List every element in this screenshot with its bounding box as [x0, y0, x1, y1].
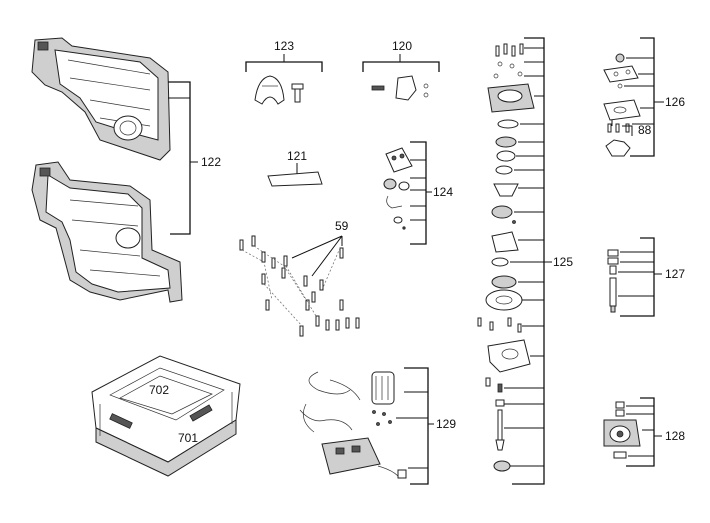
- part-120-switch: [371, 75, 429, 101]
- part-127-spindle: [607, 249, 619, 313]
- callout-126: 126: [665, 95, 685, 109]
- bracket-122: [168, 81, 198, 235]
- leader-88: [611, 120, 633, 136]
- housing-lower-half: [31, 161, 183, 303]
- part-124-electronics: [383, 147, 413, 230]
- callout-124: 124: [433, 185, 453, 199]
- callout-129: 129: [436, 417, 456, 431]
- bracket-123: [245, 54, 323, 72]
- callout-127: 127: [665, 267, 685, 281]
- bracket-127: [618, 237, 662, 317]
- callout-702: 702: [149, 383, 169, 397]
- callout-123: 123: [274, 39, 294, 53]
- part-129-motor-pcb: [299, 371, 407, 479]
- bracket-129: [396, 367, 434, 485]
- callout-701: 701: [178, 431, 198, 445]
- callout-125: 125: [553, 255, 573, 269]
- callout-59: 59: [335, 219, 349, 233]
- part-121-plate: [267, 171, 323, 187]
- callout-121: 121: [287, 149, 307, 163]
- callout-128: 128: [665, 429, 685, 443]
- part-126-clutch: [603, 53, 641, 157]
- part-59-screws: [239, 235, 360, 337]
- callout-122: 122: [201, 155, 221, 169]
- part-128-rotor: [603, 401, 641, 459]
- callout-88: 88: [638, 123, 652, 137]
- housing-upper-half: [31, 37, 171, 161]
- bracket-128: [626, 397, 662, 467]
- bracket-124: [410, 141, 432, 245]
- bracket-120: [362, 54, 440, 72]
- callout-120: 120: [392, 39, 412, 53]
- carry-case: [91, 355, 241, 477]
- part-123-guard: [254, 75, 304, 105]
- bracket-126: [624, 37, 664, 157]
- part-125-gearbox-column: [477, 43, 535, 472]
- bracket-125: [504, 37, 552, 485]
